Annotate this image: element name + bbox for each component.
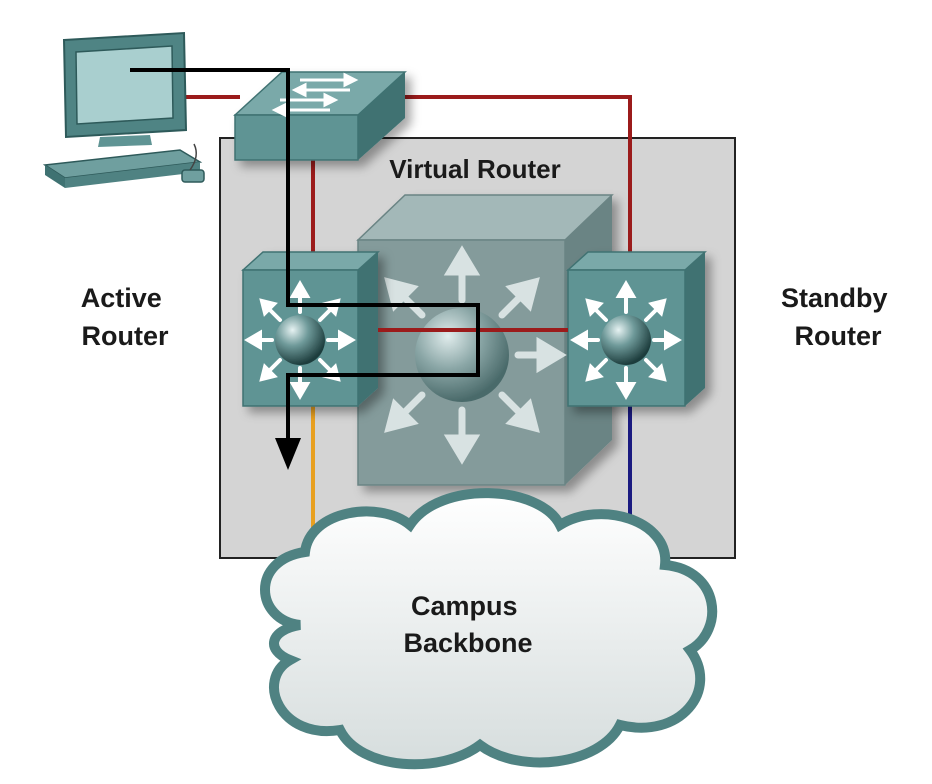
standby-router-label: Standby Router bbox=[781, 283, 895, 351]
computer-icon bbox=[42, 31, 205, 188]
active-router-label: Active Router bbox=[81, 283, 170, 351]
cloud-icon bbox=[260, 488, 718, 770]
switch-icon bbox=[233, 71, 407, 161]
traffic-arrow-head bbox=[275, 438, 301, 470]
standby-router-icon bbox=[566, 251, 707, 407]
link-switch-standby bbox=[405, 95, 632, 255]
campus-backbone-label: Campus Backbone bbox=[403, 591, 532, 658]
traffic-path bbox=[130, 68, 480, 470]
virtual-router-cube bbox=[356, 194, 614, 486]
virtual-router-label: Virtual Router bbox=[389, 154, 560, 184]
active-router-icon bbox=[241, 251, 380, 407]
